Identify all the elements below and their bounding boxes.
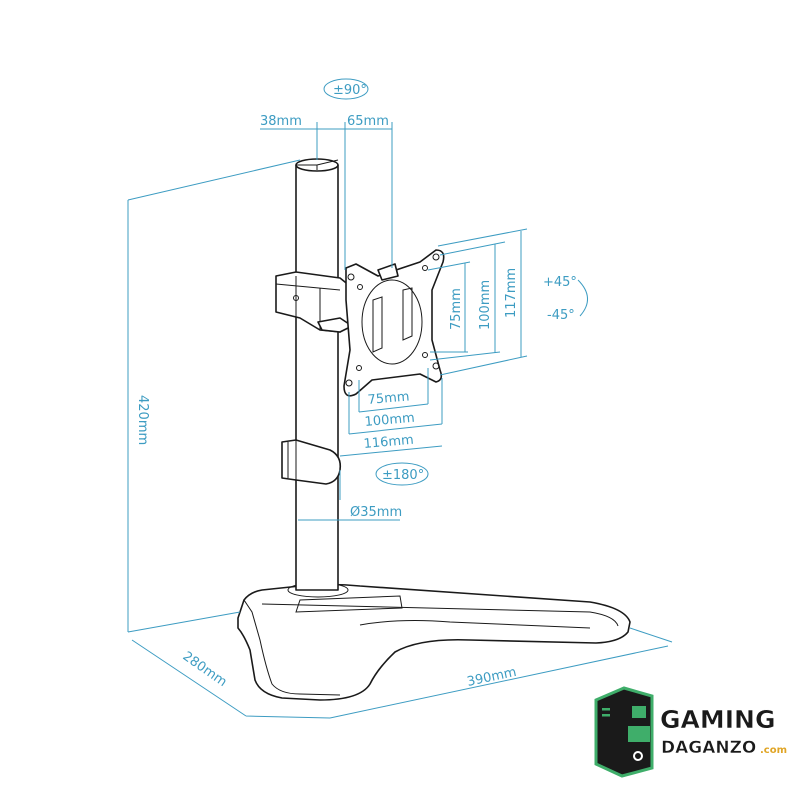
logo-text-daganzo: DAGANZO — [661, 738, 756, 758]
label-rotation: ±90° — [333, 83, 367, 98]
label-vesa-v-100: 100mm — [478, 280, 493, 330]
label-plate-height: 117mm — [504, 268, 519, 318]
vesa-plate — [343, 249, 445, 397]
label-tilt-down: -45° — [547, 308, 575, 323]
dimension-lines — [127, 78, 673, 719]
logo-text-gaming: GAMING — [660, 705, 776, 734]
logo-text-com: .com — [760, 745, 787, 756]
label-depth: 280mm — [180, 649, 230, 690]
stand-pole — [295, 158, 339, 591]
label-vesa-v-75: 75mm — [449, 288, 464, 330]
gamingdaganzo-logo: GAMING DAGANZO .com — [594, 686, 787, 778]
label-vesa-h-75: 75mm — [367, 389, 410, 408]
label-vesa-h-100: 100mm — [364, 411, 415, 430]
label-height: 420mm — [135, 395, 150, 445]
label-swivel: ±180° — [382, 468, 424, 483]
arm-bracket — [275, 271, 353, 333]
label-65mm: 65mm — [347, 114, 389, 129]
label-plate-width: 116mm — [363, 433, 414, 452]
label-pole-diameter: Ø35mm — [350, 505, 402, 520]
label-width: 390mm — [466, 665, 518, 690]
stand-base — [237, 582, 631, 701]
label-38mm: 38mm — [260, 114, 302, 129]
label-tilt-up: +45° — [543, 275, 577, 290]
